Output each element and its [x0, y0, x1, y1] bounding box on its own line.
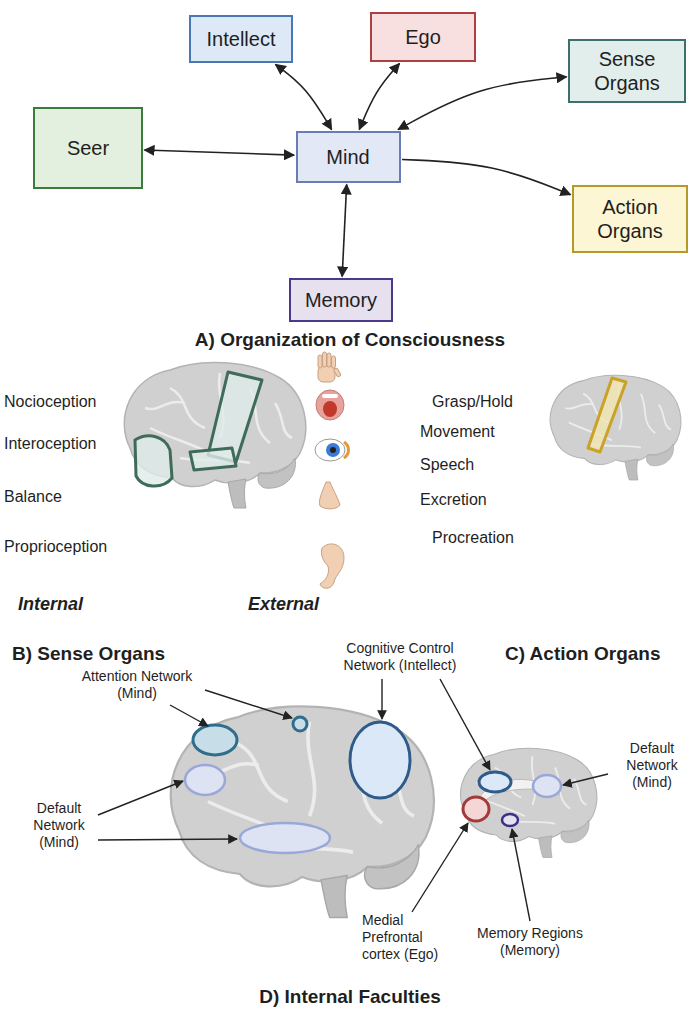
box-text: Action Organs [584, 195, 676, 243]
region-label: Excretion [420, 490, 487, 509]
process-box: Action Organs [572, 185, 688, 253]
region-label: Attention Network (Mind) [62, 668, 212, 702]
leader-line [381, 679, 382, 719]
region-label: Default Network (Mind) [18, 800, 100, 850]
process-box: Ego [370, 12, 476, 62]
attention-region [293, 717, 307, 731]
process-box: Intellect [189, 15, 293, 63]
brain-medial [461, 748, 597, 857]
region-label: Proprioception [4, 537, 107, 556]
ear-icon [320, 544, 344, 588]
panel-caption: Internal [18, 594, 83, 616]
hand-icon [318, 352, 341, 382]
connector-arrow [398, 77, 566, 130]
region-label: Interoception [4, 434, 97, 453]
leader-line [98, 839, 237, 840]
default-network-region [240, 823, 330, 853]
panel-caption: B) Sense Organs [12, 643, 165, 666]
brain-lateral [124, 362, 305, 508]
mouth-icon [316, 390, 344, 420]
process-box: Memory [289, 278, 393, 322]
panel-caption: C) Action Organs [505, 643, 661, 666]
region-label: Speech [420, 455, 474, 474]
connector-arrow [402, 159, 571, 194]
connector-arrow [359, 64, 399, 130]
default-network-region [185, 765, 225, 795]
panel-caption: External [248, 594, 319, 616]
brain-lateral [171, 706, 434, 917]
leader-line [512, 829, 530, 921]
box-text: Mind [326, 145, 369, 169]
process-box: Mind [296, 131, 401, 183]
region-label: Memory Regions (Memory) [470, 925, 590, 959]
box-text: Memory [305, 288, 377, 312]
connector-arrow [145, 150, 295, 155]
box-text: Seer [67, 136, 109, 160]
process-box: Seer [33, 107, 143, 189]
box-text: Ego [405, 25, 441, 49]
cognitive-control-region [479, 772, 511, 792]
leader-line [563, 774, 608, 785]
nose-icon [319, 482, 340, 509]
vestibular-region [135, 436, 172, 486]
attention-region [193, 725, 237, 755]
region-label: Cognitive Control Network (Intellect) [330, 640, 470, 674]
region-label: Medial Prefrontal cortex (Ego) [362, 912, 462, 962]
default-network-region [533, 775, 561, 797]
eye-icon [315, 439, 349, 461]
region-label: Balance [4, 487, 62, 506]
motor-strip [588, 378, 626, 452]
leader-line [205, 690, 292, 718]
leader-line [98, 781, 183, 815]
leader-line [170, 705, 208, 726]
region-label: Grasp/Hold [432, 392, 513, 411]
region-label: Default Network (Mind) [610, 740, 694, 790]
region-label: Procreation [432, 528, 514, 547]
insula-region [190, 448, 236, 470]
cognitive-control-region [350, 722, 410, 798]
region-label: Nocioception [4, 392, 97, 411]
brain-lateral [550, 375, 681, 480]
panel-caption: A) Organization of Consciousness [0, 329, 700, 352]
connector-arrow [276, 65, 332, 130]
leader-lines [98, 679, 608, 921]
memory-region [502, 814, 518, 826]
region-label: Movement [420, 422, 495, 441]
process-box: Sense Organs [568, 39, 686, 103]
leader-line [412, 823, 468, 912]
box-text: Sense Organs [580, 47, 674, 95]
leader-line [440, 679, 490, 770]
box-text: Intellect [207, 27, 276, 51]
medial-prefrontal-region [463, 797, 489, 821]
panel-caption: D) Internal Faculties [0, 986, 700, 1009]
connector-arrow [342, 185, 347, 277]
